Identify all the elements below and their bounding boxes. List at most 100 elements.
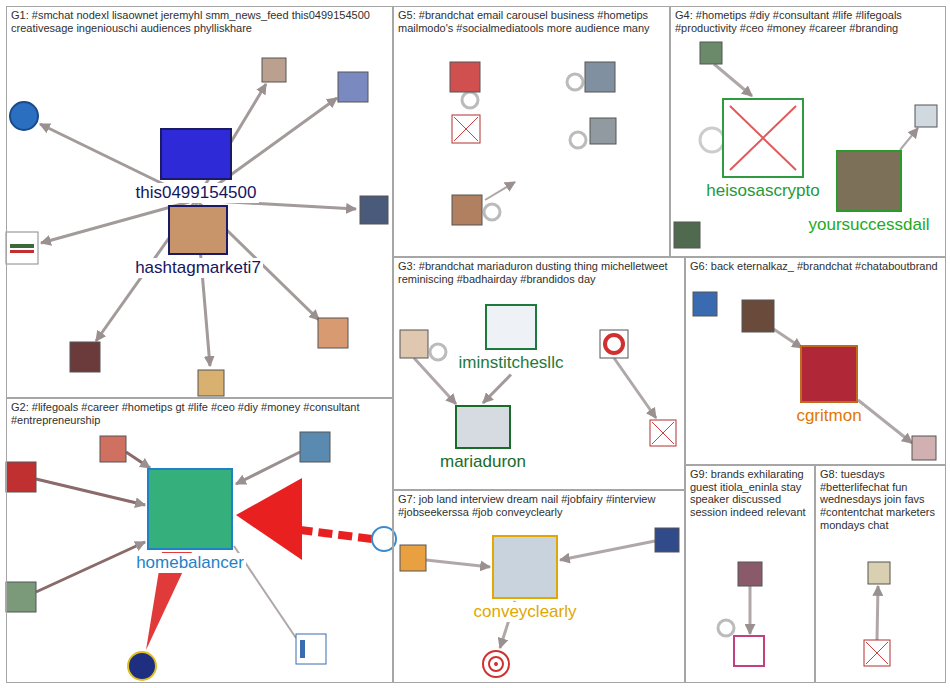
avatar xyxy=(70,342,100,372)
edge-line xyxy=(485,182,515,200)
avatar-image xyxy=(160,128,232,180)
avatar-image xyxy=(722,98,804,178)
avatar xyxy=(6,462,36,492)
avatar xyxy=(700,42,722,64)
vertex-label: cgritmon xyxy=(794,406,863,426)
avatar xyxy=(100,436,126,462)
edge-line xyxy=(236,452,300,484)
avatar-image xyxy=(147,468,233,550)
edge-line xyxy=(36,542,145,592)
edge-line xyxy=(126,452,150,468)
avatar-mark xyxy=(494,662,498,666)
avatar xyxy=(915,105,937,127)
group-header: G1: #smchat nodexl lisaownet jeremyhl sm… xyxy=(7,7,392,36)
avatar xyxy=(400,545,426,571)
vertex-label: heisosascrypto xyxy=(704,181,821,201)
vertex-label: iminstitchesllc xyxy=(457,353,566,373)
g4-items xyxy=(674,42,937,248)
cross-line xyxy=(730,106,796,170)
avatar-mark xyxy=(10,244,34,248)
edge-line xyxy=(714,64,752,96)
missing-avatar-cross xyxy=(652,422,674,444)
vertex: conveyclearly xyxy=(472,535,579,622)
g2-edges xyxy=(36,452,372,650)
heavy-edge-line xyxy=(300,530,372,539)
g5-items xyxy=(450,62,616,225)
avatar-image xyxy=(485,304,537,350)
edge-line xyxy=(877,586,878,640)
group-header: G7: job land interview dream nail #jobfa… xyxy=(394,491,684,520)
group-header: G5: #brandchat email carousel business #… xyxy=(394,7,669,36)
connector xyxy=(483,375,511,403)
group-header: G4: #hometips #diy #consultant #life #li… xyxy=(671,7,945,36)
cross-line xyxy=(730,106,796,170)
edge-line xyxy=(36,479,145,505)
group-panel: G8: tuesdays #betterlifechat fun wednesd… xyxy=(815,465,946,683)
missing-avatar xyxy=(452,115,480,143)
group-header: G9: brands exhilarating guest itiola_eni… xyxy=(686,466,814,521)
avatar xyxy=(198,370,224,396)
self-loop xyxy=(718,620,734,636)
avatar xyxy=(742,300,774,332)
avatar xyxy=(693,292,717,316)
avatar xyxy=(655,528,679,552)
missing-avatar xyxy=(864,640,890,666)
avatar xyxy=(868,562,890,584)
avatar xyxy=(452,195,482,225)
vertex: iminstitchesllc xyxy=(457,304,566,373)
avatar-image xyxy=(800,345,858,403)
self-loop xyxy=(567,74,583,90)
vertex-label: this0499154500 xyxy=(133,183,258,203)
heavy-arrowhead xyxy=(236,478,302,560)
edge-line xyxy=(560,541,655,560)
avatar xyxy=(450,62,480,92)
avatar-mark xyxy=(605,335,623,353)
vertex: this0499154500 xyxy=(133,128,258,203)
edge-line xyxy=(772,328,802,348)
g6-items xyxy=(693,292,936,460)
avatar xyxy=(296,634,326,664)
avatar xyxy=(674,222,700,248)
g7-items xyxy=(400,528,679,677)
missing-avatar-cross xyxy=(454,117,478,141)
vertex-label: homebalancer xyxy=(134,553,246,573)
vertex-label: yoursuccessdail xyxy=(807,215,932,235)
vertex: mariaduron xyxy=(438,405,528,472)
edge-line xyxy=(749,586,752,634)
avatar xyxy=(585,62,615,92)
self-loop xyxy=(570,132,586,148)
avatar xyxy=(338,72,368,102)
avatar xyxy=(10,102,38,130)
missing-image-cross xyxy=(724,100,802,176)
group-header: G3: #brandchat mariaduron dusting thing … xyxy=(394,258,684,287)
group-panel: G3: #brandchat mariaduron dusting thing … xyxy=(393,257,685,490)
vertex: homebalancer xyxy=(134,468,246,573)
avatar xyxy=(6,582,36,612)
group-panel: G9: brands exhilarating guest itiola_eni… xyxy=(685,465,815,683)
vertex-label: mariaduron xyxy=(438,452,528,472)
vertex-label: conveyclearly xyxy=(472,602,579,622)
avatar xyxy=(483,651,509,677)
group-header: G2: #lifegoals #career #hometips gt #lif… xyxy=(7,399,392,428)
edge-line xyxy=(900,128,918,150)
vertex: heisosascrypto xyxy=(704,98,821,201)
avatar-image xyxy=(836,150,902,212)
avatar-image xyxy=(455,405,511,449)
vertex-label: hashtagmarketi7 xyxy=(133,258,263,278)
group-panel: G7: job land interview dream nail #jobfa… xyxy=(393,490,685,683)
group-panel: G5: #brandchat email carousel business #… xyxy=(393,6,670,257)
group-header: G8: tuesdays #betterlifechat fun wednesd… xyxy=(816,466,945,533)
g1-edges xyxy=(40,84,356,366)
group-panel: G2: #lifegoals #career #hometips gt #lif… xyxy=(6,398,393,683)
self-loop xyxy=(430,344,446,360)
avatar xyxy=(738,562,762,586)
missing-avatar-cross xyxy=(866,642,888,664)
avatar xyxy=(912,436,936,460)
avatar xyxy=(6,232,38,264)
avatar xyxy=(318,318,348,348)
avatar xyxy=(128,652,156,680)
avatar xyxy=(734,636,764,666)
self-loop xyxy=(700,128,724,152)
group-panel: G6: back eternalkaz_ #brandchat #chatabo… xyxy=(685,257,946,465)
